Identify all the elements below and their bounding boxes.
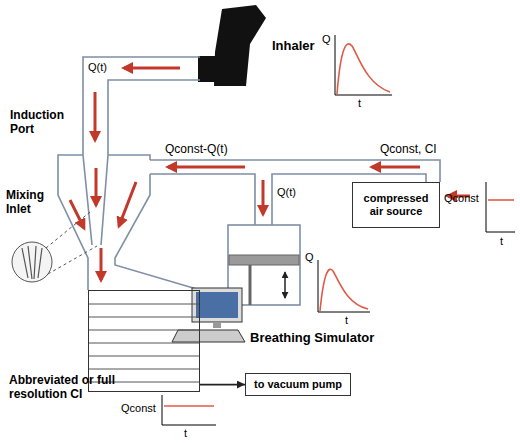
flow-curve [164,44,514,406]
induction-port [83,57,200,155]
mixing-inlet [58,155,200,290]
flow-label: Q(t) [88,61,107,74]
nozzle-zoom-inset [12,212,97,282]
axis-label: Qconst [121,402,156,415]
axis-label: t [184,427,187,440]
axis-label: t [500,235,503,248]
computer-icon [172,288,245,342]
part-label: Breathing Simulator [250,330,374,346]
device-label: Inhaler [272,38,315,54]
impactor-stack: Abbreviated or full resolution CI [88,290,200,392]
axis-label: Q [305,251,314,264]
box-label: compressed air source [357,192,435,218]
process-box: to vacuum pump [245,373,351,396]
axis-label: Qconst [444,192,479,205]
axis-label: t [345,314,348,327]
flow-arrow [70,68,470,280]
process-box: compressed air source [352,182,440,228]
part-label: Mixing Inlet [6,188,56,217]
axis-label: Q [322,33,331,46]
graph-axes [162,35,515,425]
flow-label: Qconst-Q(t) [165,142,228,156]
part-label: Induction Port [10,108,80,137]
impactor-stages [89,304,199,382]
axis-label: t [358,97,361,110]
inhaler-device [198,5,266,86]
box-label: to vacuum pump [254,378,342,391]
flow-label: Qconst, CI [380,142,437,156]
part-label: Abbreviated or full resolution CI [9,373,121,402]
air-pipe [150,160,440,225]
flow-connector [200,384,245,386]
flow-label: Q(t) [277,186,296,199]
